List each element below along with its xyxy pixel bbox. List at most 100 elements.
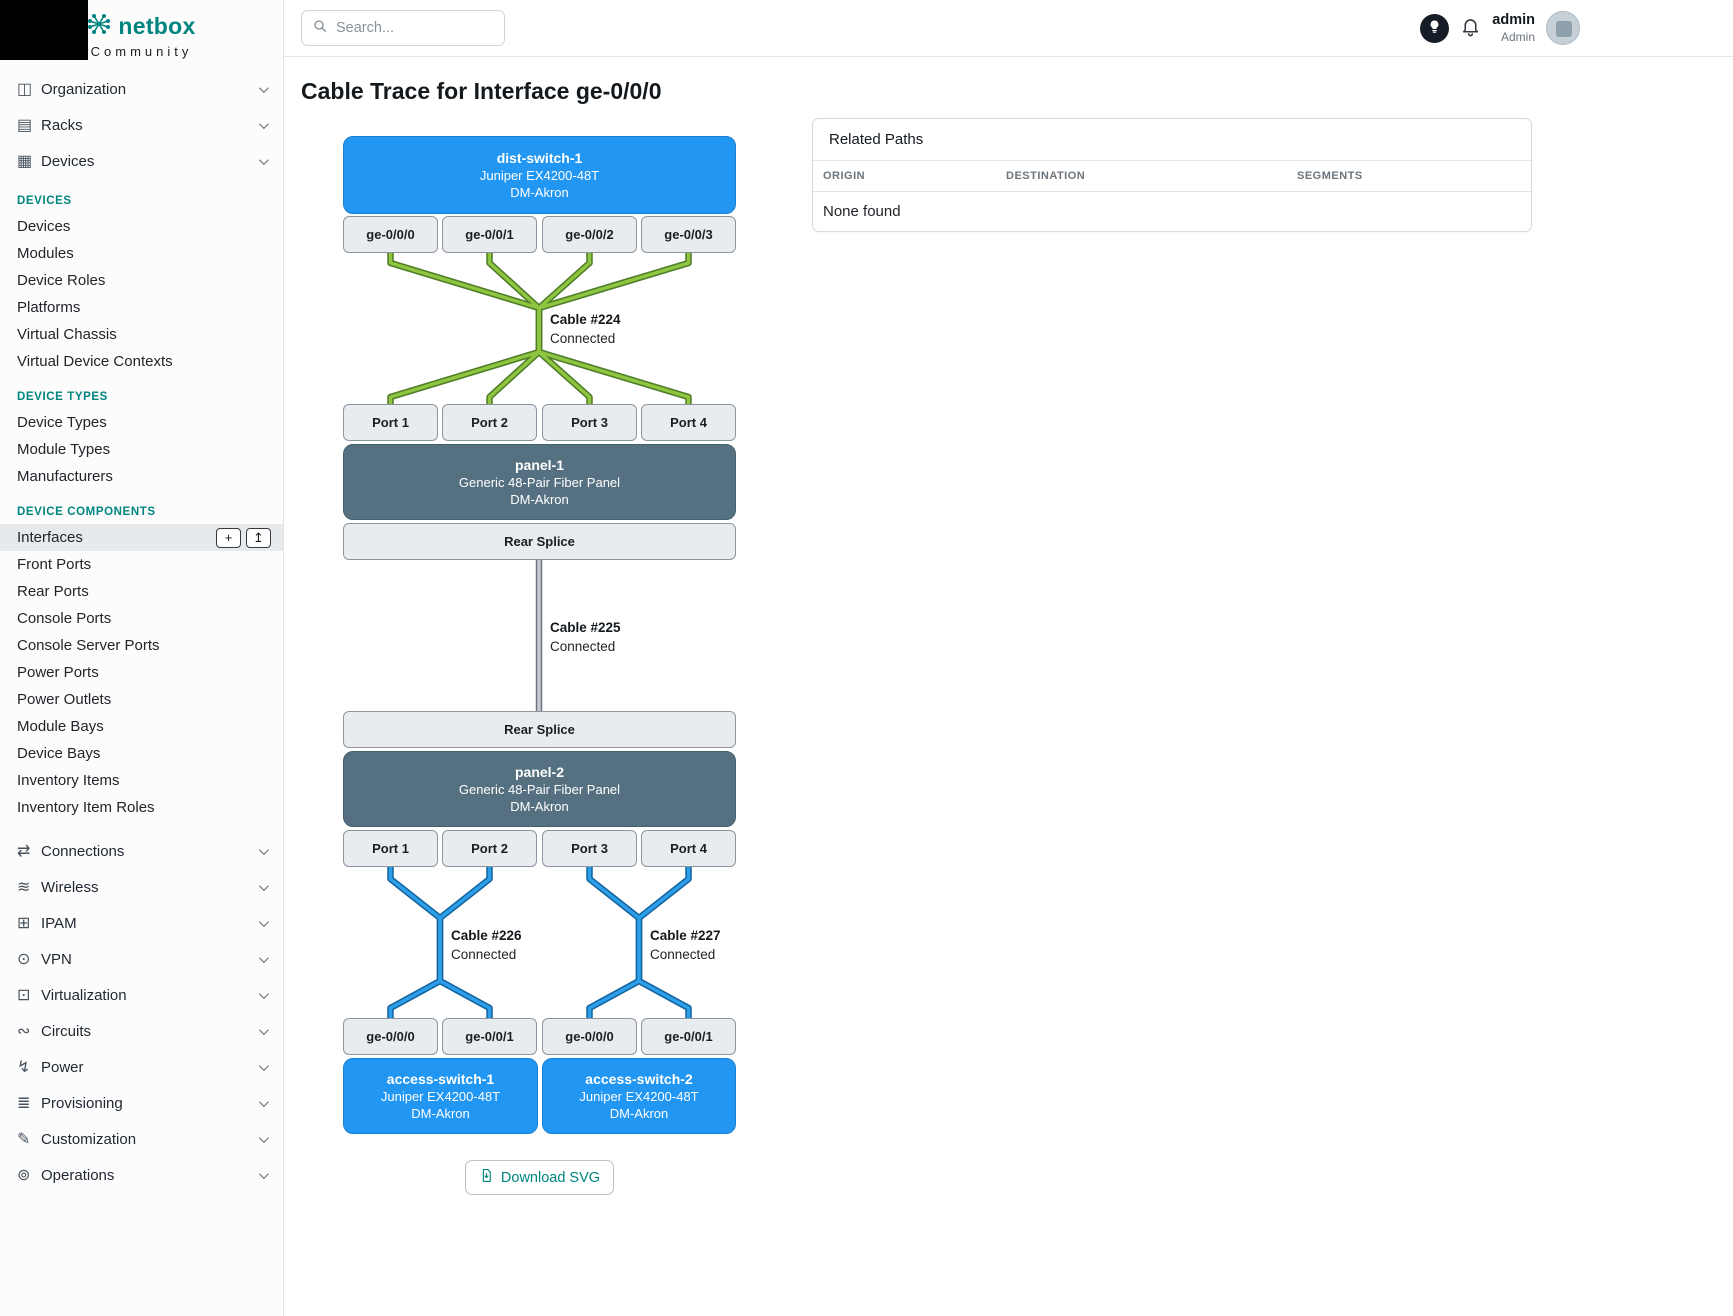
notifications-button[interactable]	[1460, 16, 1481, 40]
sidebar-item-devices[interactable]: Devices	[0, 213, 283, 240]
port-panel2-2[interactable]: Port 2	[442, 830, 537, 867]
sidebar-item-interfaces[interactable]: Interfaces + ↥	[0, 524, 283, 551]
device-name: dist-switch-1	[496, 150, 583, 166]
sidebar-item-device-bays[interactable]: Device Bays	[0, 740, 283, 767]
sidebar-item-inventory-items[interactable]: Inventory Items	[0, 767, 283, 794]
sidebar-group-operations[interactable]: ⊚ Operations	[0, 1157, 283, 1193]
port-panel2-3[interactable]: Port 3	[542, 830, 637, 867]
main-content: admin Admin Cable Trace for Interface ge…	[284, 0, 1733, 1316]
vpn-icon: ⊙	[17, 951, 31, 968]
theme-toggle-button[interactable]	[1420, 13, 1450, 43]
racks-icon: ▤	[17, 117, 33, 134]
cable-name: Cable #224	[550, 312, 621, 327]
iface-as1-ge-0-0-0[interactable]: ge-0/0/0	[343, 1018, 438, 1055]
add-interface-button[interactable]: +	[216, 527, 241, 548]
cable-224-label[interactable]: Cable #224 Connected	[550, 312, 670, 346]
sidebar-group-circuits[interactable]: ∾ Circuits	[0, 1013, 283, 1049]
rear-splice-panel-2[interactable]: Rear Splice	[343, 711, 736, 748]
chevron-down-icon	[258, 1096, 269, 1107]
sidebar-item-console-ports[interactable]: Console Ports	[0, 605, 283, 632]
power-icon: ↯	[17, 1059, 31, 1076]
cable-status: Connected	[650, 947, 716, 962]
chevron-down-icon	[258, 1060, 269, 1071]
sidebar: netbox Community ◫ Organization ▤ Racks …	[0, 0, 284, 1316]
lightbulb-icon	[1427, 19, 1442, 37]
related-paths-table: ORIGIN DESTINATION SEGMENTS None found	[813, 161, 1531, 231]
sidebar-item-console-server-ports[interactable]: Console Server Ports	[0, 632, 283, 659]
iface-dist-ge-0-0-1[interactable]: ge-0/0/1	[442, 216, 537, 253]
sidebar-group-power[interactable]: ↯ Power	[0, 1049, 283, 1085]
port-panel1-4[interactable]: Port 4	[641, 404, 736, 441]
section-device-components-header: DEVICE COMPONENTS	[17, 506, 156, 518]
sidebar-group-label: Circuits	[41, 1022, 92, 1040]
iface-as2-ge-0-0-0[interactable]: ge-0/0/0	[542, 1018, 637, 1055]
sidebar-item-device-roles[interactable]: Device Roles	[0, 267, 283, 294]
sidebar-group-virtualization[interactable]: ⊡ Virtualization	[0, 977, 283, 1013]
sidebar-item-virtual-device-contexts[interactable]: Virtual Device Contexts	[0, 348, 283, 375]
cable-lines	[387, 253, 692, 1018]
chevron-down-icon	[258, 118, 269, 129]
sidebar-group-vpn[interactable]: ⊙ VPN	[0, 941, 283, 977]
sidebar-item-label: Platforms	[17, 299, 81, 316]
user-menu[interactable]: admin Admin	[1492, 12, 1535, 44]
sidebar-group-customization[interactable]: ✎ Customization	[0, 1121, 283, 1157]
sidebar-item-label: Manufacturers	[17, 468, 113, 485]
download-icon	[479, 1168, 494, 1187]
cable-226-label[interactable]: Cable #226 Connected	[451, 928, 571, 962]
sidebar-item-virtual-chassis[interactable]: Virtual Chassis	[0, 321, 283, 348]
sidebar-group-ipam[interactable]: ⊞ IPAM	[0, 905, 283, 941]
device-name: panel-1	[514, 457, 564, 473]
sidebar-item-label: Console Ports	[17, 610, 112, 627]
sidebar-group-organization[interactable]: ◫ Organization	[0, 71, 283, 107]
user-name: admin	[1492, 12, 1535, 29]
device-model: Juniper EX4200-48T	[579, 1089, 699, 1104]
iface-dist-ge-0-0-0[interactable]: ge-0/0/0	[343, 216, 438, 253]
wireless-icon: ≋	[17, 879, 31, 896]
download-svg-button[interactable]: Download SVG	[464, 1160, 615, 1195]
sidebar-group-racks[interactable]: ▤ Racks	[0, 107, 283, 143]
port-panel2-1[interactable]: Port 1	[343, 830, 438, 867]
sidebar-item-platforms[interactable]: Platforms	[0, 294, 283, 321]
sidebar-item-modules[interactable]: Modules	[0, 240, 283, 267]
sidebar-item-power-ports[interactable]: Power Ports	[0, 659, 283, 686]
sidebar-item-manufacturers[interactable]: Manufacturers	[0, 463, 283, 490]
device-name: access-switch-1	[386, 1071, 495, 1087]
sidebar-item-front-ports[interactable]: Front Ports	[0, 551, 283, 578]
iface-as2-ge-0-0-1[interactable]: ge-0/0/1	[641, 1018, 736, 1055]
iface-dist-ge-0-0-2[interactable]: ge-0/0/2	[542, 216, 637, 253]
search-input[interactable]	[336, 20, 476, 36]
sidebar-group-devices[interactable]: ▦ Devices	[0, 143, 283, 179]
rear-splice-panel-1[interactable]: Rear Splice	[343, 523, 736, 560]
sidebar-item-label: Virtual Device Contexts	[17, 353, 173, 370]
sidebar-item-rear-ports[interactable]: Rear Ports	[0, 578, 283, 605]
import-interfaces-button[interactable]: ↥	[246, 527, 271, 548]
node-panel-2[interactable]: panel-2 Generic 48-Pair Fiber Panel DM-A…	[343, 751, 736, 827]
sidebar-item-device-types[interactable]: Device Types	[0, 409, 283, 436]
port-panel1-2[interactable]: Port 2	[442, 404, 537, 441]
port-panel2-4[interactable]: Port 4	[641, 830, 736, 867]
iface-as1-ge-0-0-1[interactable]: ge-0/0/1	[442, 1018, 537, 1055]
port-panel1-1[interactable]: Port 1	[343, 404, 438, 441]
search-box[interactable]	[301, 10, 505, 46]
netbox-logo[interactable]: netbox Community	[0, 0, 283, 59]
sidebar-group-wireless[interactable]: ≋ Wireless	[0, 869, 283, 905]
sidebar-item-inventory-item-roles[interactable]: Inventory Item Roles	[0, 794, 283, 821]
avatar[interactable]	[1546, 11, 1580, 45]
node-dist-switch-1[interactable]: dist-switch-1 Juniper EX4200-48T DM-Akro…	[343, 136, 736, 214]
sidebar-item-label: Device Roles	[17, 272, 106, 289]
sidebar-group-connections[interactable]: ⇄ Connections	[0, 833, 283, 869]
sidebar-item-module-bays[interactable]: Module Bays	[0, 713, 283, 740]
cable-227-label[interactable]: Cable #227 Connected	[650, 928, 770, 962]
cable-status: Connected	[550, 639, 616, 654]
cable-status: Connected	[550, 331, 616, 346]
iface-dist-ge-0-0-3[interactable]: ge-0/0/3	[641, 216, 736, 253]
node-access-switch-2[interactable]: access-switch-2 Juniper EX4200-48T DM-Ak…	[542, 1058, 736, 1134]
node-access-switch-1[interactable]: access-switch-1 Juniper EX4200-48T DM-Ak…	[343, 1058, 538, 1134]
sidebar-item-module-types[interactable]: Module Types	[0, 436, 283, 463]
node-panel-1[interactable]: panel-1 Generic 48-Pair Fiber Panel DM-A…	[343, 444, 736, 520]
operations-icon: ⊚	[17, 1167, 31, 1184]
sidebar-item-power-outlets[interactable]: Power Outlets	[0, 686, 283, 713]
port-panel1-3[interactable]: Port 3	[542, 404, 637, 441]
cable-225-label[interactable]: Cable #225 Connected	[550, 620, 670, 654]
sidebar-group-provisioning[interactable]: ≣ Provisioning	[0, 1085, 283, 1121]
